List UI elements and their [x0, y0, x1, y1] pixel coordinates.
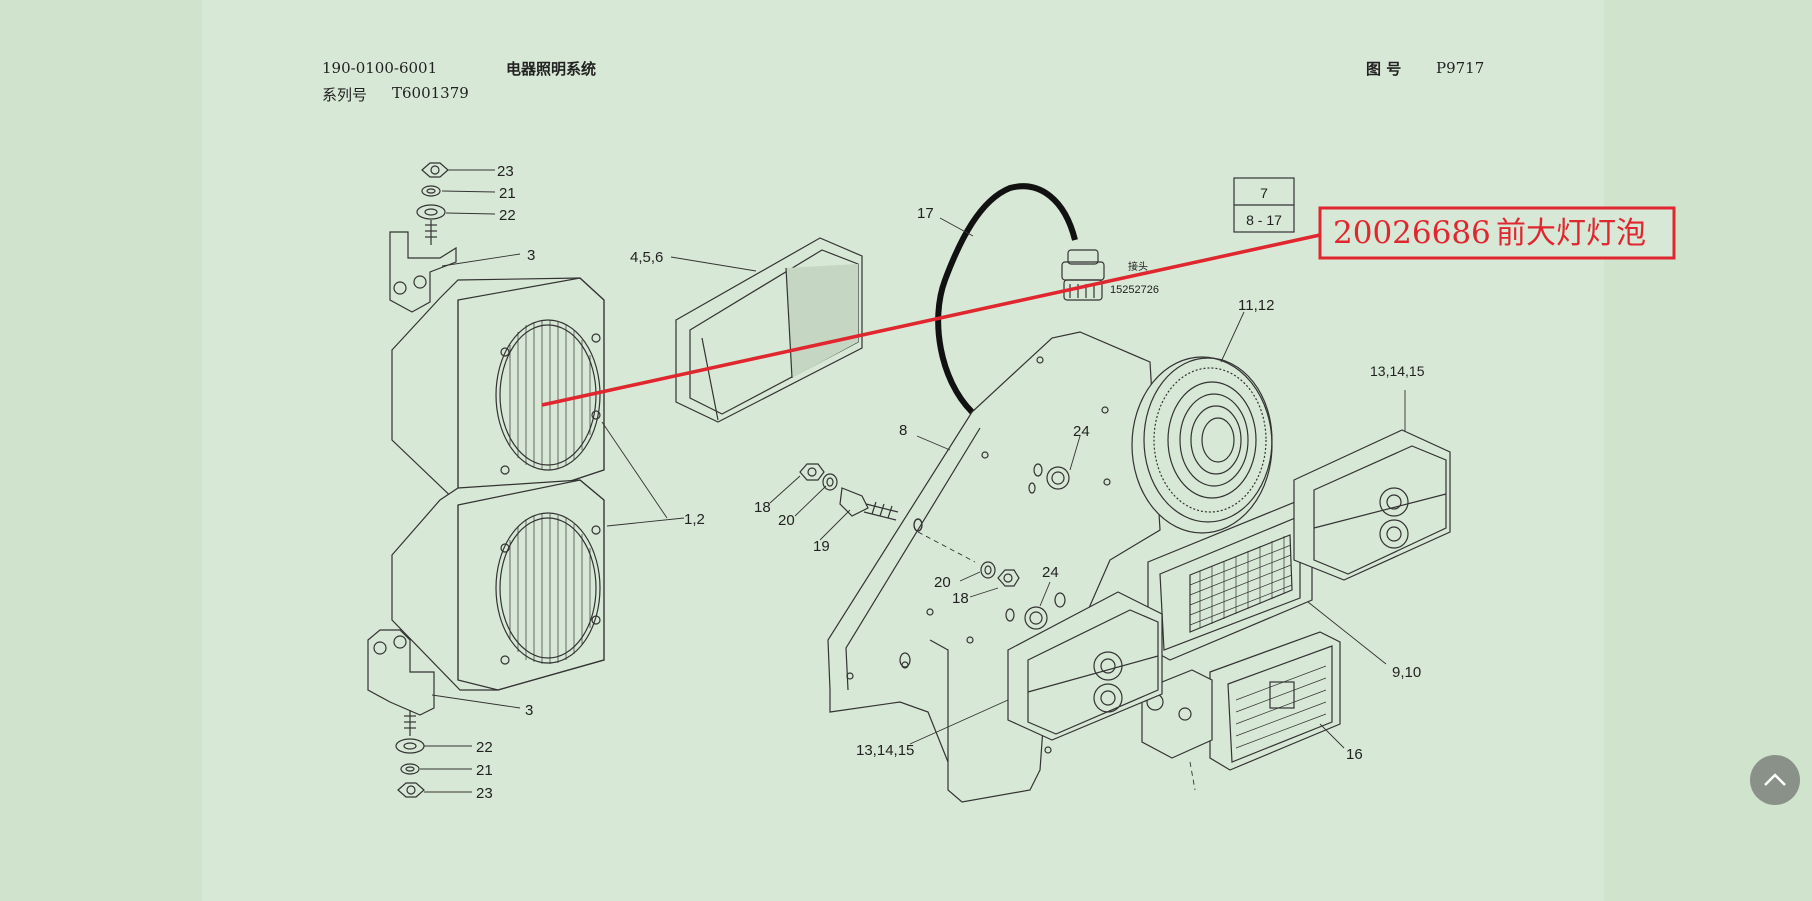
callout-23: 23 [497, 163, 514, 180]
callout-21-lower: 21 [476, 762, 493, 779]
bottom-fasteners [395, 710, 425, 798]
callout-21: 21 [499, 185, 516, 202]
serial-label: 系列号 [322, 86, 368, 104]
wire-harness [935, 183, 1078, 415]
page-title: 电器照明系统 [506, 60, 597, 78]
work-lamp-grille [1147, 499, 1313, 661]
combination-lamp-bottom [1007, 591, 1163, 741]
callout-18-upper: 18 [754, 499, 771, 516]
round-beacon-light [1131, 356, 1273, 534]
callout-20-lower: 20 [934, 574, 951, 591]
chevron-up-icon [1764, 773, 1786, 786]
range-box-top: 7 [1260, 185, 1268, 201]
callout-4-5-6: 4,5,6 [630, 249, 663, 266]
leader-lines [420, 169, 1406, 793]
tail-lamp [1209, 631, 1341, 771]
drawing-label: 图 号 [1366, 60, 1402, 78]
callout-18-lower: 18 [952, 590, 969, 607]
callout-3: 3 [527, 247, 535, 264]
connector [1061, 249, 1105, 301]
callout-19: 19 [813, 538, 830, 555]
highlight-part-number: 20026686 [1333, 215, 1491, 251]
range-box-bottom: 8 - 17 [1246, 212, 1282, 228]
callout-11-12: 11,12 [1238, 297, 1274, 314]
combination-lamp-right [1293, 429, 1451, 581]
connector-part-number: 15252726 [1110, 284, 1159, 296]
callout-13-14-15-right: 13,14,15 [1370, 363, 1425, 379]
drawing-number: P9717 [1436, 59, 1485, 77]
serial-value: T6001379 [392, 84, 469, 102]
top-bracket [389, 231, 457, 313]
connector-note: 接头 [1128, 260, 1148, 273]
callout-20-upper: 20 [778, 512, 795, 529]
callout-22-lower: 22 [476, 739, 493, 756]
grommet-upper [1046, 466, 1070, 490]
stud-hardware [799, 463, 1020, 587]
highlight-annotation: 20026686 前大灯灯泡 [541, 206, 1676, 407]
callout-23-lower: 23 [476, 785, 493, 802]
callout-8: 8 [899, 422, 907, 439]
callout-9-10: 9,10 [1392, 664, 1421, 681]
callout-17: 17 [917, 205, 934, 222]
callout-24-lower: 24 [1042, 564, 1059, 581]
lower-headlamp [391, 479, 605, 691]
highlight-box [1318, 206, 1676, 260]
callout-1-2: 1,2 [684, 511, 705, 528]
lens-cover [675, 237, 863, 423]
bottom-bracket [367, 629, 435, 716]
callout-13-14-15-bottom: 13,14,15 [856, 742, 914, 759]
callout-3-lower: 3 [525, 702, 533, 719]
callout-labels: 23 21 22 3 4,5,6 17 11,12 13,14,15 8 24 … [476, 163, 1425, 802]
scroll-to-top-button[interactable] [1750, 755, 1800, 805]
range-box: 7 8 - 17 [1233, 177, 1295, 233]
highlight-pointer-line [541, 233, 1321, 407]
highlight-part-name: 前大灯灯泡 [1496, 216, 1646, 251]
callout-16: 16 [1346, 746, 1363, 763]
grommet-lower [1024, 606, 1048, 630]
callout-24-upper: 24 [1073, 423, 1090, 440]
part-number: 190-0100-6001 [322, 59, 438, 77]
callout-22: 22 [499, 207, 516, 224]
top-fasteners [416, 162, 449, 245]
upper-headlamp [391, 277, 605, 506]
